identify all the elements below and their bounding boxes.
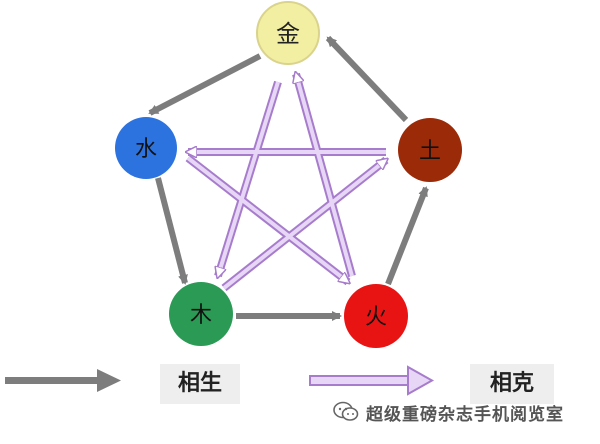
arrow-water-to-fire bbox=[186, 156, 348, 282]
node-metal-circle bbox=[256, 1, 320, 65]
node-water-circle bbox=[115, 117, 177, 179]
node-wood-circle bbox=[169, 282, 233, 346]
node-earth-circle bbox=[398, 118, 462, 182]
node-fire-circle bbox=[344, 284, 408, 348]
legend-overcoming-arrow bbox=[309, 365, 435, 396]
node-water: 水 bbox=[115, 117, 177, 179]
arrow-metal-to-wood bbox=[218, 81, 280, 276]
watermark-text: 超级重磅杂志手机阅览室 bbox=[366, 404, 564, 425]
node-metal: 金 bbox=[256, 1, 320, 65]
arrow-fire-to-earth bbox=[385, 186, 429, 286]
wechat-chat-icon bbox=[333, 401, 359, 421]
node-water-label: 水 bbox=[135, 137, 157, 162]
legend-overcoming-label: 相克 bbox=[470, 364, 554, 404]
node-metal-label: 金 bbox=[276, 20, 300, 48]
arrow-wood-to-earth bbox=[222, 160, 386, 290]
arrow-fire-to-metal bbox=[296, 74, 354, 277]
node-wood-label: 木 bbox=[190, 303, 212, 328]
node-wood: 木 bbox=[169, 282, 233, 346]
node-fire-label: 火 bbox=[365, 305, 387, 330]
arrow-metal-to-water bbox=[148, 53, 262, 116]
node-earth: 土 bbox=[398, 118, 462, 182]
overcoming-arrows bbox=[186, 74, 386, 292]
node-earth-label: 土 bbox=[419, 139, 441, 164]
watermark: 超级重磅杂志手机阅览室 bbox=[332, 398, 564, 426]
legend-generating-arrow bbox=[5, 369, 121, 392]
generating-arrows bbox=[148, 35, 429, 321]
legend-generating-label: 相生 bbox=[160, 364, 240, 404]
arrow-earth-to-metal bbox=[325, 35, 409, 123]
arrow-water-to-wood bbox=[155, 177, 188, 285]
node-fire: 火 bbox=[344, 284, 408, 348]
